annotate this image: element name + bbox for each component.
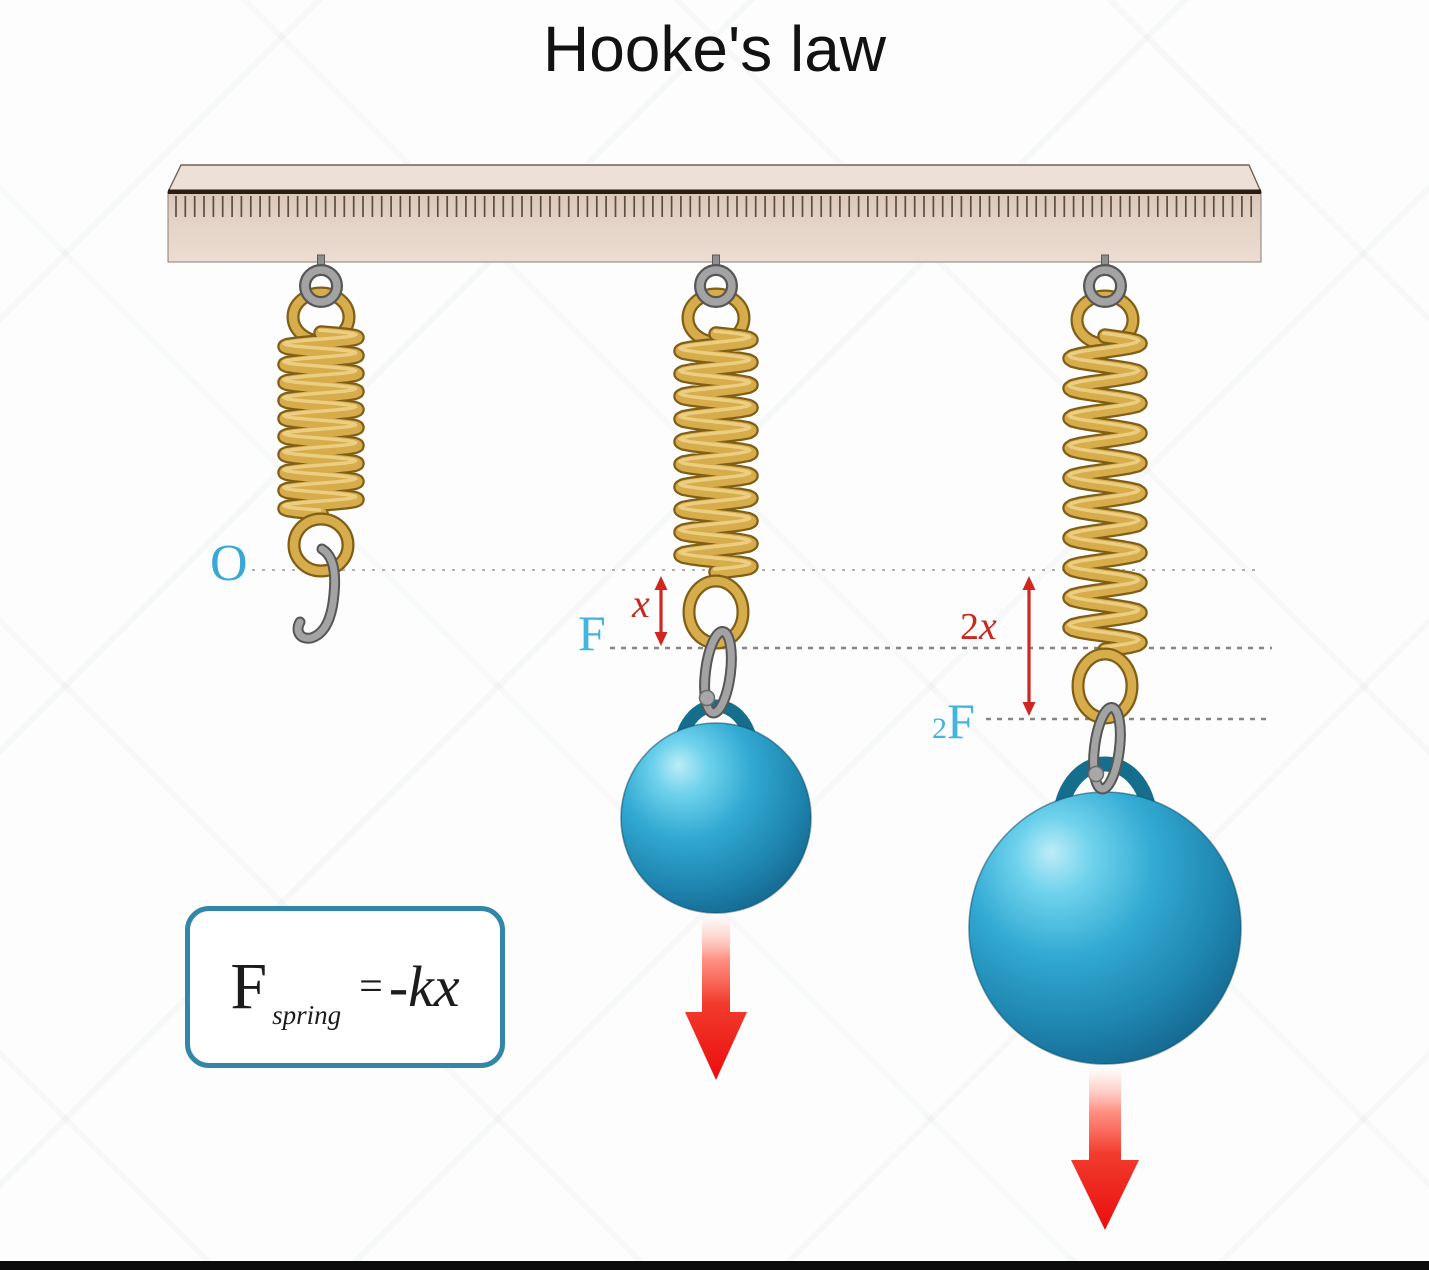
springs: [277, 254, 1148, 795]
displacement-x-label: x: [632, 581, 650, 626]
page-title: Hooke's law: [542, 13, 887, 85]
blue-ball: [968, 791, 1242, 1065]
force-arrow-small: [685, 908, 747, 1080]
force-f-label: F: [578, 605, 606, 661]
spring-stretched-x: [673, 254, 759, 719]
mounting-ring: [694, 264, 738, 308]
spring-natural: [277, 254, 365, 644]
hook-pin: [1087, 765, 1105, 783]
force-2f-label: 2F: [932, 693, 975, 749]
formula-box: F spring = -kx: [185, 906, 505, 1068]
formula-symbol: F: [230, 950, 268, 1023]
ceiling-beam: [166, 164, 1263, 263]
force-arrow-large: [1071, 1060, 1139, 1230]
measure-arrow-2x: [1022, 576, 1036, 716]
measure-arrow-x: [654, 576, 668, 646]
free-hook: [292, 543, 341, 644]
formula-equals: =: [359, 964, 383, 1010]
formula-subscript: spring: [272, 999, 342, 1030]
origin-label: O: [210, 535, 248, 592]
spring-stretched-2x: [1062, 254, 1148, 795]
weights: [620, 699, 1242, 1065]
connector-hook: [1088, 702, 1126, 795]
displacement-2x-label: 2x: [960, 603, 997, 648]
mounting-ring: [1083, 264, 1127, 308]
bottom-border-bar: [0, 1261, 1429, 1270]
force-arrows: [685, 908, 1139, 1230]
hook-pin: [698, 689, 716, 707]
weight-ball-small: [620, 699, 812, 914]
measurement-arrows: [654, 576, 1036, 716]
connector-hook: [699, 626, 737, 719]
weight-ball-large: [968, 756, 1242, 1065]
blue-ball: [620, 722, 812, 914]
mounting-ring: [299, 264, 343, 308]
formula-expression: -kx: [388, 954, 460, 1019]
ball-hanger-ring: [1052, 756, 1158, 830]
